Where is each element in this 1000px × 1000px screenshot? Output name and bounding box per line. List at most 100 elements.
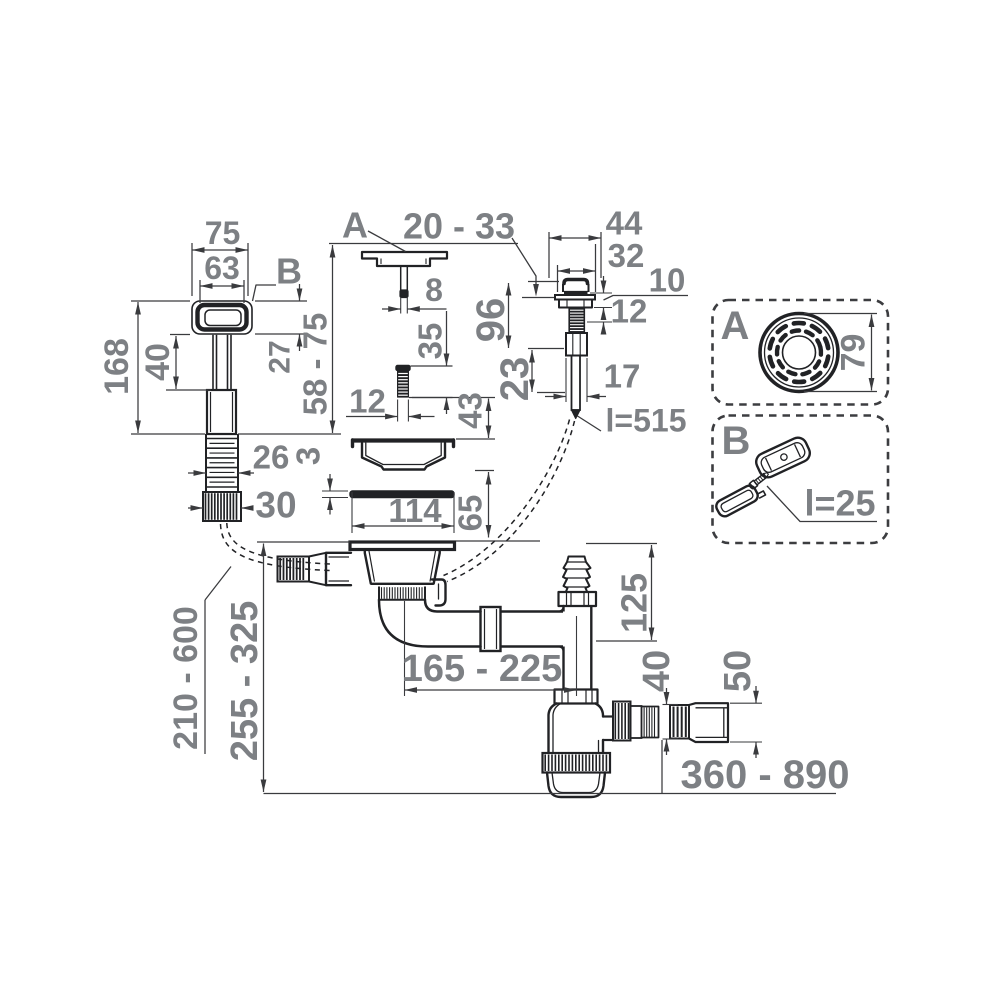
dim-23: 23: [493, 357, 537, 402]
dim-168: 168: [98, 338, 136, 395]
bellows-rib-inner: [209, 442, 235, 483]
cover-screw-hole: [780, 453, 788, 461]
dim-44: 44: [606, 205, 643, 242]
dim-arrowhead: [408, 413, 421, 420]
dim-arrowhead: [485, 472, 492, 485]
dim-arrowhead: [505, 335, 512, 348]
dim-arrowhead: [868, 378, 875, 391]
dim-43: 43: [452, 392, 489, 429]
dim-10: 10: [649, 262, 686, 299]
dim-arrowhead: [193, 470, 206, 476]
panel-b-label: B: [722, 419, 751, 463]
dim-arrowhead: [600, 322, 607, 335]
dim-arrowhead: [505, 283, 512, 296]
panel-a: A 79: [711, 298, 890, 406]
drain-cover-plate: [360, 250, 449, 299]
dim-12-screw: 12: [349, 383, 386, 420]
dim-arrowhead: [663, 692, 670, 705]
dim-arrowhead: [329, 420, 336, 433]
knurl-hatch: [544, 754, 608, 771]
dim-arrowhead: [557, 268, 570, 274]
dim-arrowhead: [388, 306, 401, 312]
dim-arrowhead: [200, 283, 213, 289]
dim-arrowhead: [260, 779, 267, 792]
knurl-hatch: [640, 707, 656, 737]
dim-arrowhead: [327, 497, 333, 510]
dim-arrowhead: [352, 523, 365, 529]
dim-27: 27: [264, 340, 297, 373]
dim-arrowhead: [564, 687, 577, 693]
dim-arrowhead: [443, 353, 450, 366]
rod-thread: [570, 309, 584, 332]
dim-65: 65: [452, 495, 489, 532]
dim-40-outlet: 40: [636, 650, 678, 692]
knurl-hatch: [672, 706, 687, 737]
dim-210-600: 210 - 600: [167, 606, 205, 750]
dim-arrowhead: [868, 314, 875, 327]
bottom-dimensions: 125 165 - 225 210 - 600 255 - 325 360 - …: [167, 541, 850, 797]
drain-screw: [395, 364, 411, 398]
dim-35: 35: [412, 323, 449, 360]
label-a-ref: A: [342, 205, 368, 246]
dim-arrowhead: [600, 307, 607, 320]
dim-63: 63: [204, 250, 240, 286]
dim-arrowhead: [600, 280, 607, 293]
outlet-hose-piece: [669, 702, 730, 744]
cap-slot-ring-outer: [767, 320, 831, 385]
center-dimensions: A 20 - 33 8 35 12 43 3 114 65 96 23 44 3…: [290, 205, 688, 542]
dim-arrowhead: [192, 247, 205, 253]
dim-arrowhead: [485, 525, 492, 538]
dim-arrowhead: [529, 350, 535, 363]
knurl-hatch: [279, 558, 305, 580]
dim-arrowhead: [529, 379, 535, 392]
dim-arrowhead: [385, 413, 398, 420]
dim-75: 75: [205, 215, 241, 251]
dim-arrowhead: [241, 505, 254, 511]
dim-arrowhead: [238, 470, 251, 476]
dim-79: 79: [835, 334, 873, 372]
knurl-hatch: [204, 493, 238, 520]
dim-arrowhead: [296, 334, 303, 347]
dim-arrowhead: [260, 543, 267, 556]
panel-a-label: A: [721, 304, 750, 348]
dim-arrowhead: [329, 245, 336, 258]
knurl-hatch: [380, 587, 423, 599]
dim-30: 30: [255, 485, 296, 526]
strainer-basket: [350, 438, 456, 471]
dim-arrowhead: [443, 397, 450, 410]
dim-arrowhead: [753, 690, 759, 704]
dim-arrowhead: [588, 235, 601, 241]
label-b-ref: B: [276, 251, 302, 292]
knurl-hatch: [614, 703, 630, 739]
dim-arrowhead: [231, 283, 244, 289]
dim-arrowhead: [533, 284, 539, 297]
dim-96: 96: [469, 298, 513, 343]
dim-arrowhead: [235, 247, 248, 253]
overflow-dimensions: 75 63 B 168 40 27 58 - 75 26 30: [98, 215, 341, 526]
dim-arrowhead: [549, 235, 562, 241]
dim-arrowhead: [173, 336, 179, 349]
dim-arrowhead: [441, 523, 454, 529]
dim-165-225: 165 - 225: [402, 648, 563, 690]
elbow-pipe: [377, 598, 563, 653]
screw-thread: [398, 372, 408, 396]
dim-arrowhead: [327, 478, 333, 491]
dim-l25: l=25: [804, 483, 875, 524]
dim-arrowhead: [663, 739, 670, 752]
dim-50: 50: [717, 650, 759, 692]
siphon-trap: [541, 555, 660, 799]
dim-arrowhead: [485, 398, 492, 411]
dim-20-33: 20 - 33: [403, 206, 515, 247]
dim-8: 8: [425, 272, 443, 308]
overflow-hose-dashed: [219, 522, 332, 572]
dim-arrowhead: [407, 306, 420, 312]
cap-center-hole: [781, 335, 817, 370]
dim-arrowhead: [135, 302, 141, 315]
dim-arrowhead: [648, 627, 655, 640]
dim-40-left: 40: [139, 343, 177, 381]
overflow-knob: [554, 277, 596, 420]
dim-114: 114: [388, 492, 442, 529]
dim-12-knob: 12: [611, 293, 648, 330]
dim-arrowhead: [753, 742, 759, 755]
